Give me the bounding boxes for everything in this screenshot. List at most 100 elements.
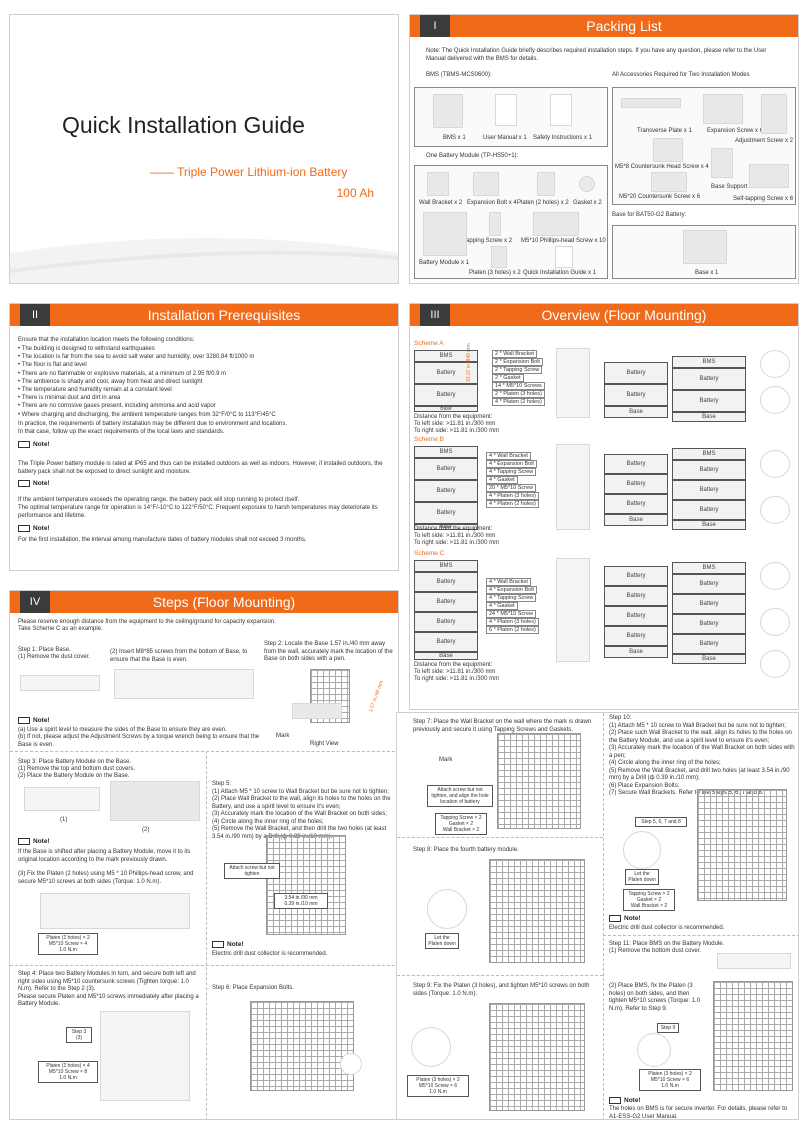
scheme-a-side-view xyxy=(556,348,590,418)
step-11-tag: Step 9 xyxy=(657,1023,679,1033)
steps-right-divider-3 xyxy=(603,935,798,936)
step-3-image-2 xyxy=(110,781,200,821)
scheme-b-right: To right side: >11.81 in./300 mm xyxy=(414,540,500,546)
scheme-a-battery-1: Battery xyxy=(414,362,478,384)
scheme-a-3d-base: Base xyxy=(672,412,746,422)
packing-note: Note: The Quick Installation Guide brief… xyxy=(426,48,767,62)
scheme-c-list-2: 4 * Tapping Screw xyxy=(486,594,537,602)
step-1-sub-1: (1) Remove the dust cover. xyxy=(18,654,91,660)
step-9-wall xyxy=(489,1003,585,1111)
step-9-heading: Step 9: Fix the Platen (3 holes), and ti… xyxy=(413,983,590,997)
step-3-note: Note! xyxy=(18,838,50,846)
scheme-c-detail-2 xyxy=(760,608,790,636)
step-3-sub-2: (2) Place the Battery Module on the Base… xyxy=(18,773,130,779)
step-10-let: Let the Platen down xyxy=(625,869,659,885)
battery-item-6: Battery Module x 1 xyxy=(419,260,470,266)
scheme-b-left: To left side: >11.81 in./300 mm xyxy=(414,533,496,539)
expansion-bolt-image xyxy=(473,172,499,196)
scheme-c-3d-left-base: Base xyxy=(604,646,668,658)
base-heading: Base for BAT50-G2 Battery: xyxy=(612,212,687,218)
scheme-c-left: To left side: >11.81 in./300 mm xyxy=(414,669,496,675)
battery-module-image xyxy=(423,212,467,256)
steps-right-divider-v xyxy=(603,713,604,1119)
cover-title: Quick Installation Guide xyxy=(62,112,305,138)
countersunk-m5-20-image xyxy=(651,172,687,192)
scheme-c-list-0: 4 * Wall Bracket xyxy=(486,578,531,586)
battery-item-2: Platen (2 holes) x 2 xyxy=(517,200,569,206)
scheme-a-list-2: 2 * Tapping Screw xyxy=(492,366,543,374)
scheme-a-base: Base xyxy=(414,406,478,412)
scheme-c-side-view xyxy=(556,558,590,662)
note-label: Note! xyxy=(33,838,50,846)
step-8-detail xyxy=(427,889,467,929)
prereq-num: II xyxy=(20,304,50,326)
step-7-heading: Step 7: Place the Wall Bracket on the wa… xyxy=(413,719,592,733)
cover-swoosh xyxy=(10,238,398,283)
step-1-base-image xyxy=(20,675,100,691)
scheme-c-battery-4: Battery xyxy=(414,632,478,652)
overview-num: III xyxy=(420,304,450,326)
prereq-panel: II Installation Prerequisites Ensure tha… xyxy=(9,303,399,571)
step-9-label: Platen (3 holes) × 2 M5*10 Screw × 6 1.0… xyxy=(407,1075,469,1097)
prereq-note-3: Note! xyxy=(18,525,50,533)
step-3-sub-3: (3) Fix the Platen (2 holes) using M5 * … xyxy=(18,871,194,885)
quick-guide-image xyxy=(555,246,573,268)
scheme-b-detail-1 xyxy=(760,450,790,478)
scheme-b-3d-battery-2: Battery xyxy=(672,480,746,500)
scheme-c-bms: BMS xyxy=(414,560,478,572)
expansion-screw-image xyxy=(703,94,743,124)
bms-items-box: BMS x 1 User Manual x 1 Safety Instructi… xyxy=(414,87,608,147)
step-7-label: Tapping Screw × 2 Gasket × 2 Wall Bracke… xyxy=(435,813,487,835)
scheme-c-3d-battery-1: Battery xyxy=(672,574,746,594)
step-2-base-image xyxy=(292,703,342,719)
prereq-note-1: Note! xyxy=(18,441,50,449)
prereq-banner: II Installation Prerequisites xyxy=(10,304,398,326)
prereq-note-2a-text: If the ambient temperature exceeds the o… xyxy=(18,497,300,503)
overview-title: Overview (Floor Mounting) xyxy=(541,307,707,323)
step-10-label: Tapping Screw × 2 Gasket × 2 Wall Bracke… xyxy=(623,889,675,911)
step-1-heading: Step 1: Place Base. xyxy=(18,647,71,653)
scheme-a-bms: BMS xyxy=(414,350,478,362)
scheme-a-list-3: 2 * Gasket xyxy=(492,374,524,382)
step-7-mark: Mark xyxy=(439,757,453,763)
base-box: Base x 1 xyxy=(612,225,796,279)
step-2-right-view: Right View xyxy=(310,741,339,747)
step-8-let: Let the Platen down xyxy=(425,933,459,949)
step-3-sub-1: (1) Remove the top and bottom dust cover… xyxy=(18,766,136,772)
condition-4: The ambience is shady and cool, away fro… xyxy=(18,378,276,386)
packing-panel: I Packing List Note: The Quick Installat… xyxy=(409,14,799,284)
step-10-heading: Step 10: (1) Attach M5 * 10 screw to Wal… xyxy=(609,715,795,796)
scheme-b-battery-2: Battery xyxy=(414,480,478,502)
battery-item-7: Platen (3 holes) x 2 xyxy=(469,270,521,276)
accessory-item-2: Adjustment Screw x 2 xyxy=(735,138,794,144)
countersunk-m5-8-image xyxy=(653,138,683,162)
platen-3-holes-image xyxy=(491,246,507,268)
scheme-b-list-6: 4 * Platen (2 holes) xyxy=(486,500,539,508)
scheme-a-battery-2: Battery xyxy=(414,384,478,406)
scheme-a-3d-left-base: Base xyxy=(604,406,668,418)
step-6-heading: Step 6: Place Expansion Bolts. xyxy=(212,985,295,991)
note-hand-icon xyxy=(609,1097,621,1104)
scheme-c-battery-1: Battery xyxy=(414,572,478,592)
accessories-box: Transverse Plate x 1 Expansion Screw x 6… xyxy=(612,87,796,205)
wall-bracket-image xyxy=(427,172,449,196)
step-2-distance: 1.57 in./40 mm xyxy=(368,679,385,714)
scheme-b-label: Scheme B xyxy=(414,436,444,443)
step-5-attach: Attach screw but not tighten xyxy=(224,863,280,879)
steps-title: Steps (Floor Mounting) xyxy=(152,594,296,610)
accessory-item-5: M5*20 Countersunk Screw x 6 xyxy=(619,194,701,200)
scheme-c-list-3: 4 * Gasket xyxy=(486,602,518,610)
step-10-tag: Step 5, 6, 7 and 8 xyxy=(635,817,687,827)
battery-item-1: Expansion Bolt x 4 xyxy=(467,200,517,206)
scheme-a-list-6: 4 * Platen (2 holes) xyxy=(492,398,545,406)
scheme-c-3d-left-battery-2: Battery xyxy=(604,586,668,606)
scheme-b-bms: BMS xyxy=(414,446,478,458)
scheme-a-label: Scheme A xyxy=(414,340,444,347)
prereq-practice: In practice, the requirements of battery… xyxy=(18,421,288,427)
scheme-a-3d-left-battery-1: Battery xyxy=(604,362,668,384)
scheme-c-battery-2: Battery xyxy=(414,592,478,612)
step-11-heading: Step 11: Place BMS on the Battery Module… xyxy=(609,941,725,947)
steps-right-panel: Step 7: Place the Wall Bracket on the wa… xyxy=(396,712,799,1120)
accessory-item-4: Base Support x 2 xyxy=(711,184,758,190)
step-3-label-1: (1) xyxy=(60,817,68,823)
